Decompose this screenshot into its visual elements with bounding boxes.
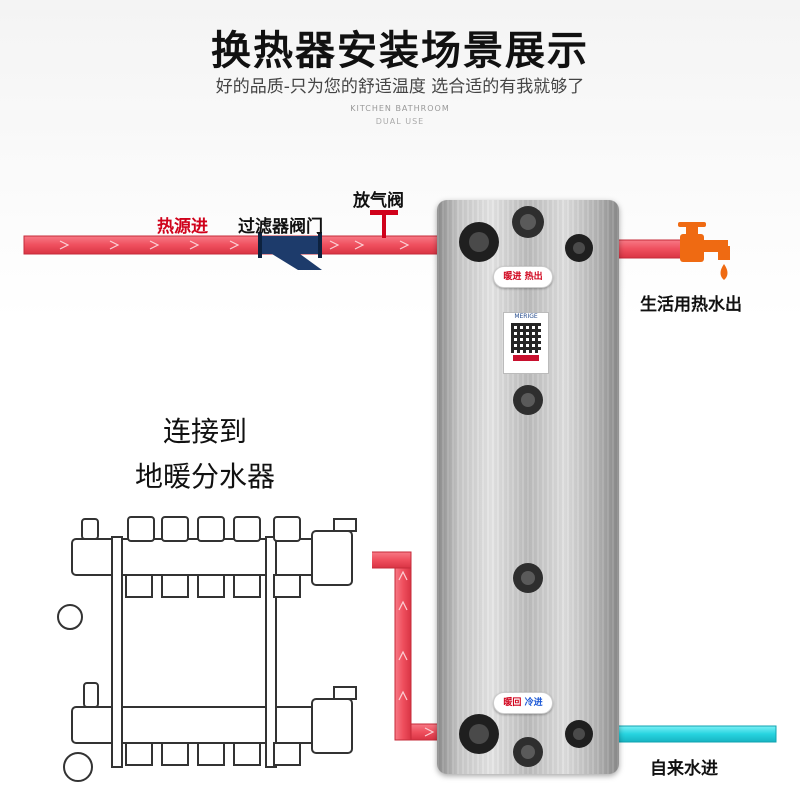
port-bottom-right (565, 720, 593, 748)
qr-code-icon (511, 323, 541, 353)
plate-heat-exchanger (437, 200, 619, 774)
return-pipe-vertical (394, 551, 412, 741)
page-title: 换热器安装场景展示 (211, 28, 589, 74)
label-floor-heating-manifold: 地暖分水器 (134, 460, 275, 493)
label-heat-source-in: 热源进 (157, 217, 208, 237)
bottom-port-tag: 暖回 冷进 (493, 692, 553, 714)
brand-label: MERIGE (503, 312, 549, 374)
tiny-caption-1: KITCHEN BATHROOM (350, 104, 450, 113)
floor-heating-manifold-drawing (57, 516, 357, 782)
port-top-right (565, 234, 593, 262)
flow-arrows-inlet (59, 240, 410, 250)
bottom-tag-left: 暖回 (503, 698, 522, 708)
flow-arrows-return (398, 570, 435, 737)
faucet-icon (678, 222, 730, 262)
top-port-tag: 暖进 热出 (493, 266, 553, 288)
label-connect-to: 连接到 (162, 415, 247, 448)
bottom-tag-right: 冷进 (524, 698, 543, 708)
plate-fittings (459, 206, 593, 767)
port-bottom-left (459, 714, 499, 754)
vent-valve-icon (370, 210, 398, 238)
bolt-lower (513, 563, 543, 593)
top-tag-right: 热出 (524, 272, 543, 282)
hot-inlet-pipe (23, 235, 465, 255)
top-tag-left: 暖进 (503, 272, 522, 282)
label-tap-water-in: 自来水进 (650, 759, 718, 779)
bolt-bottom (513, 737, 543, 767)
bolt-middle (513, 385, 543, 415)
water-drop-icon (720, 264, 728, 280)
filter-valve-icon (258, 232, 322, 270)
port-top-left (459, 222, 499, 262)
brand-name: MERIGE (514, 313, 538, 320)
label-domestic-hot-out: 生活用热水出 (640, 295, 742, 315)
bolt-top (512, 206, 544, 238)
page-subtitle: 好的品质-只为您的舒适温度 选合适的有我就够了 (215, 77, 585, 97)
label-vent-valve: 放气阀 (353, 191, 404, 211)
tiny-caption-2: DUAL USE (375, 117, 425, 126)
label-stamp (513, 355, 539, 361)
label-filter-valve: 过滤器阀门 (238, 217, 323, 237)
